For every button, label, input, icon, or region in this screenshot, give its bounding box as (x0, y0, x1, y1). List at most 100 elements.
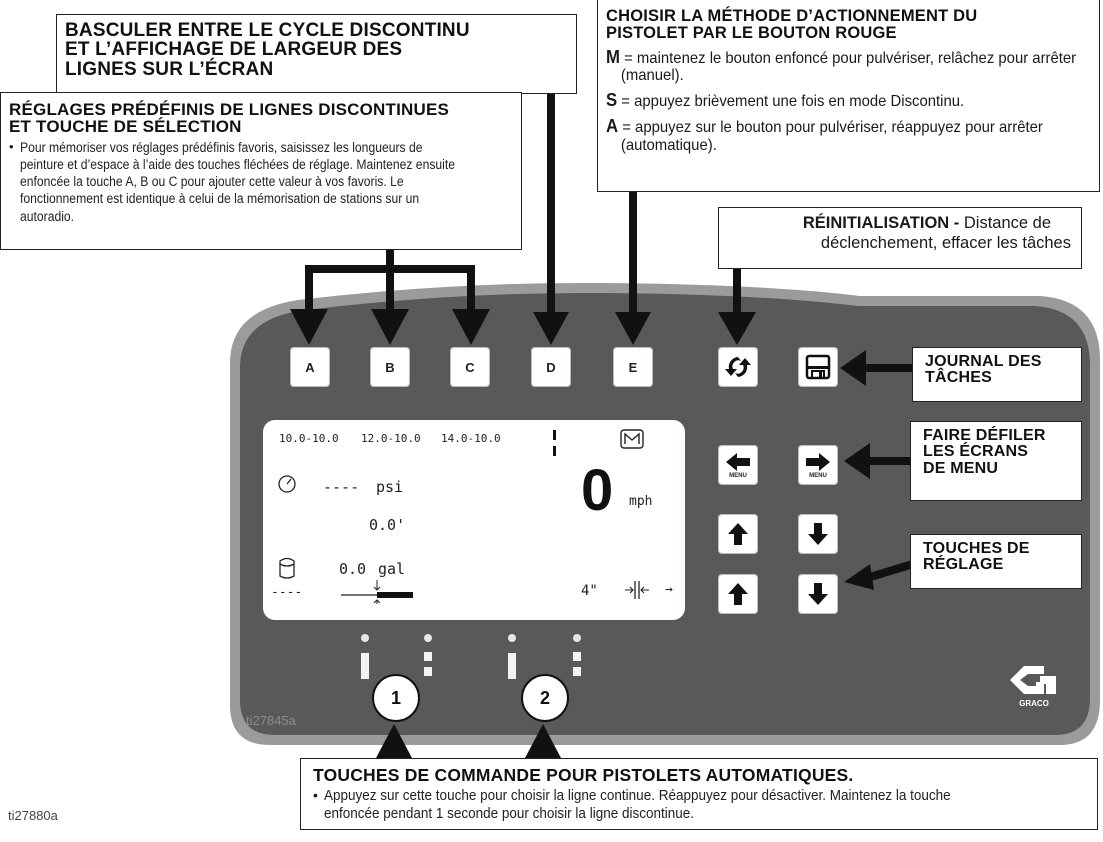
menu-left-key[interactable]: MENU (718, 445, 758, 485)
preset-c-key[interactable]: C (450, 347, 490, 387)
callout-presets-line1: RÉGLAGES PRÉDÉFINIS DE LIGNES DISCONTINU… (9, 100, 450, 119)
callout-scroll-menu: FAIRE DÉFILER LES ÉCRANS DE MENU (910, 421, 1082, 501)
scroll-line2: LES ÉCRANS (923, 443, 1029, 461)
reset-text-1: Distance de (959, 214, 1051, 232)
gun-keys-body: Appuyez sur cette touche pour choisir la… (323, 786, 951, 822)
method-a-row: A = appuyez sur le bouton pour pulvérise… (606, 115, 1103, 154)
reset-key[interactable] (718, 347, 758, 387)
callout-job-log: JOURNAL DES TÂCHES (912, 347, 1082, 402)
callout-method-line1: CHOISIR LA MÉTHODE D’ACTIONNEMENT DU (606, 7, 978, 25)
gun-2-button[interactable]: 2 (521, 674, 569, 722)
line-status-left: ---- (271, 585, 303, 600)
callout-gun-method: CHOISIR LA MÉTHODE D’ACTIONNEMENT DU PIS… (597, 0, 1100, 192)
adjust-down-key-1[interactable] (798, 514, 838, 554)
led-1a (361, 634, 369, 642)
preset-3-value: 14.0-10.0 (441, 432, 501, 445)
callout-presets-line2: ET TOUCHE DE SÉLECTION (9, 117, 242, 137)
callout-toggle-display: BASCULER ENTRE LE CYCLE DISCONTINU ET L’… (56, 14, 577, 94)
method-s-row: S = appuyez brièvement une fois en mode … (606, 90, 1090, 111)
arrow-down-icon (808, 523, 828, 545)
reset-line1: RÉINITIALISATION - Distance de (729, 214, 1071, 234)
tank-icon (279, 557, 295, 579)
arrow-down-icon (808, 583, 828, 605)
method-m-row: M = maintenez le bouton enfoncé pour pul… (606, 46, 1103, 85)
method-m-text: = maintenez le bouton enfoncé pour pulvé… (619, 49, 1077, 85)
callout-reset: RÉINITIALISATION - Distance de déclenche… (718, 207, 1082, 269)
distance-value: 0.0' (369, 516, 406, 534)
arrow-up-icon (728, 583, 748, 605)
gun-keys-title: TOUCHES DE COMMANDE POUR PISTOLETS AUTOM… (313, 765, 854, 785)
menu-right-label: MENU (809, 472, 827, 479)
speed-unit: mph (629, 494, 653, 509)
solid-line-icon-1 (361, 653, 369, 679)
adjust-line1: TOUCHES DE (923, 540, 1030, 557)
job-log-line2: TÂCHES (925, 369, 992, 387)
method-s-text: = appuyez brièvement une fois en mode Di… (617, 93, 965, 111)
reset-line2: déclenchement, effacer les tâches (820, 233, 1071, 252)
graco-logo-icon (1010, 666, 1056, 694)
manual-mode-icon (620, 429, 644, 449)
arrow-right-icon (806, 452, 830, 471)
reset-icon (725, 357, 751, 377)
callout-presets-body: Pour mémoriser vos réglages prédéfinis f… (19, 139, 455, 224)
device-id-label: ti27845a (246, 713, 296, 728)
preset-b-key[interactable]: B (370, 347, 410, 387)
led-1b (424, 634, 432, 642)
callout-gun-keys: TOUCHES DE COMMANDE POUR PISTOLETS AUTOM… (300, 758, 1098, 830)
job-log-line1: JOURNAL DES (925, 353, 1042, 370)
scroll-line1: FAIRE DÉFILER (923, 427, 1046, 444)
pressure-unit: psi (376, 478, 404, 496)
dash-cycle-icon (553, 430, 556, 456)
menu-right-key[interactable]: MENU (798, 445, 838, 485)
reset-bold: RÉINITIALISATION - (802, 214, 960, 232)
line-indicator-icon (341, 580, 413, 604)
bullet-dot: • (313, 786, 318, 803)
toggle-display-key[interactable]: D (531, 347, 571, 387)
save-disk-icon (805, 354, 831, 380)
callout-toggle-line2: ET L’AFFICHAGE DE LARGEUR DES (65, 39, 403, 61)
pressure-value: ---- (323, 478, 360, 496)
gun-keys-bullet-row: • Appuyez sur cette touche pour choisir … (313, 787, 1085, 823)
preset-1-value: 10.0-10.0 (279, 432, 339, 445)
lcd-screen: 10.0-10.0 12.0-10.0 14.0-10.0 ---- psi 0… (263, 420, 685, 620)
figure-id-label: ti27880a (8, 808, 58, 823)
dash-line-icon-2b (573, 667, 581, 676)
callout-presets-bullet-row: • Pour mémoriser vos réglages prédéfinis… (9, 139, 513, 225)
adjust-up-key-2[interactable] (718, 574, 758, 614)
job-log-key[interactable] (798, 347, 838, 387)
scroll-line3: DE MENU (923, 459, 999, 477)
callout-adjust-keys: TOUCHES DE RÉGLAGE (910, 534, 1082, 589)
method-m-key: M (606, 46, 620, 67)
line-width-value: 4" (581, 583, 598, 599)
method-s-key: S (606, 90, 618, 111)
preset-2-value: 12.0-10.0 (361, 432, 421, 445)
pressure-gauge-icon (278, 475, 296, 493)
gun-1-button[interactable]: 1 (372, 674, 420, 722)
arrow-up-icon (728, 523, 748, 545)
adjust-line2: RÉGLAGE (923, 556, 1004, 574)
menu-left-label: MENU (729, 472, 747, 479)
adjust-up-key-1[interactable] (718, 514, 758, 554)
callout-toggle-line1: BASCULER ENTRE LE CYCLE DISCONTINU (65, 20, 470, 41)
callout-toggle-line3: LIGNES SUR L’ÉCRAN (65, 58, 274, 80)
volume-value: 0.0 (339, 560, 367, 578)
volume-unit: gal (378, 560, 406, 578)
direction-arrow: → (665, 582, 673, 597)
led-2a (508, 634, 516, 642)
brand-label: GRACO (1019, 699, 1049, 708)
line-width-icon (625, 581, 649, 599)
callout-method-line2: PISTOLET PAR LE BOUTON ROUGE (606, 23, 897, 42)
preset-a-key[interactable]: A (290, 347, 330, 387)
gun-method-key[interactable]: E (613, 347, 653, 387)
arrow-left-icon (726, 452, 750, 471)
method-a-text: = appuyez sur le bouton pour pulvériser,… (618, 118, 1043, 154)
dash-line-icon-1b (424, 667, 432, 676)
dash-line-icon-2a (573, 652, 581, 661)
callout-presets: RÉGLAGES PRÉDÉFINIS DE LIGNES DISCONTINU… (0, 92, 522, 250)
adjust-down-key-2[interactable] (798, 574, 838, 614)
solid-line-icon-2 (508, 653, 516, 679)
led-2b (573, 634, 581, 642)
speed-value: 0 (581, 458, 614, 523)
dash-line-icon-1a (424, 652, 432, 661)
method-a-key: A (606, 115, 619, 136)
